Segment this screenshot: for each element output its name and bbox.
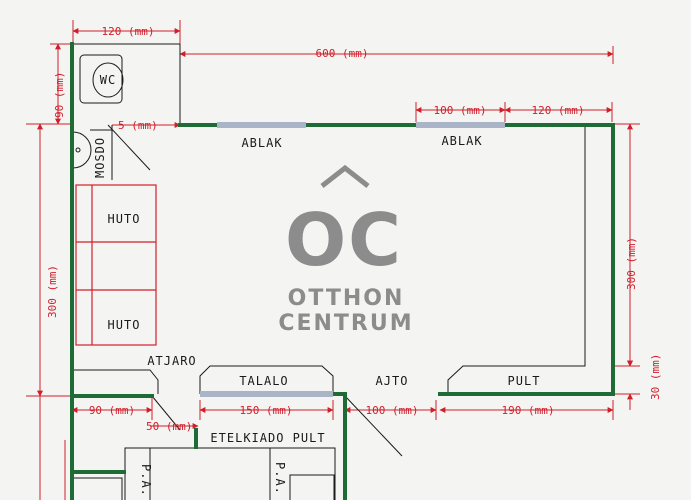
dim-right-120: 120 (mm) <box>532 104 585 117</box>
label-talalo: TALALO <box>239 374 288 388</box>
label-ajto: AJTO <box>376 374 409 388</box>
dim-top-600: 600 (mm) <box>316 47 369 60</box>
label-huto-bottom: HUTO <box>108 318 141 332</box>
dim-right-30: 30 (mm) <box>649 354 662 400</box>
dim-small-5: 5 (mm) <box>118 119 158 132</box>
watermark-line1: OTTHON <box>288 286 405 311</box>
watermark-line2: CENTRUM <box>278 311 413 336</box>
watermark-monogram: OC <box>285 198 403 282</box>
fixture-lines <box>71 43 586 500</box>
dim-bottom-100: 100 (mm) <box>366 404 419 417</box>
dim-top-120: 120 (mm) <box>102 25 155 38</box>
dim-left-90: 90 (mm) <box>53 72 66 118</box>
dim-bottom-90: 90 (mm) <box>89 404 135 417</box>
dimension-lines <box>26 20 640 500</box>
otthon-centrum-watermark: OC OTTHON CENTRUM <box>278 164 413 336</box>
label-mosdo: MOSDO <box>93 137 107 178</box>
windows <box>200 122 505 397</box>
dim-right-300: 300 (mm) <box>625 237 638 290</box>
dim-bottom-50: 50 (mm) <box>146 420 192 433</box>
label-etelkiado-pult: ETELKIADO PULT <box>210 431 325 445</box>
label-huto-top: HUTO <box>108 212 141 226</box>
dim-left-300: 300 (mm) <box>46 265 59 318</box>
dim-bottom-190: 190 (mm) <box>502 404 555 417</box>
label-pult: PULT <box>508 374 541 388</box>
dim-bottom-150: 150 (mm) <box>240 404 293 417</box>
fridge-units <box>75 184 157 346</box>
label-ablak-left: ABLAK <box>241 136 282 150</box>
label-pa-left: P.A. <box>139 464 153 497</box>
label-atjaro: ATJARO <box>147 354 196 368</box>
label-wc: WC <box>100 73 116 87</box>
dim-window-100: 100 (mm) <box>434 104 487 117</box>
roof-icon <box>320 164 370 188</box>
label-ablak-right: ABLAK <box>441 134 482 148</box>
label-pa-right: P.A. <box>273 462 287 495</box>
